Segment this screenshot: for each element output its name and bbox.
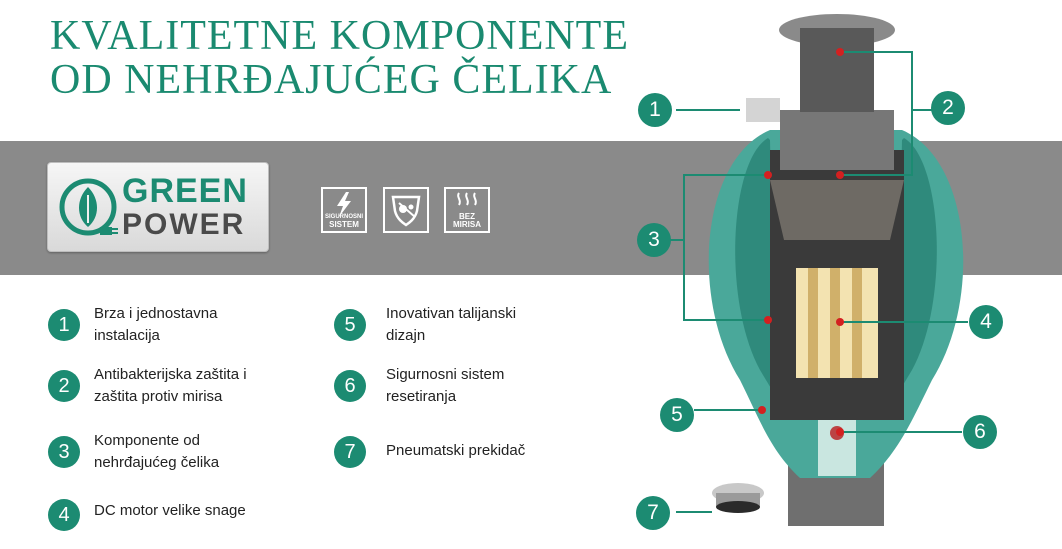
green-power-logo: GREEN POWER bbox=[47, 162, 269, 252]
marker-dot bbox=[836, 318, 844, 326]
feature-number: 7 bbox=[334, 436, 366, 468]
food-disposer-cutaway-illustration bbox=[670, 14, 968, 526]
feature-text: Antibakterijska zaštita i zaštita protiv… bbox=[94, 366, 247, 405]
page-title: KVALITETNE KOMPONENTE OD NEHRĐAJUĆEG ČEL… bbox=[50, 14, 629, 102]
callout-2: 2 bbox=[931, 91, 965, 125]
logo-word-green: GREEN bbox=[122, 172, 248, 210]
badge-caption-3a: BEZ bbox=[459, 212, 475, 221]
feature-number: 5 bbox=[334, 309, 366, 341]
title-line-2: OD NEHRĐAJUĆEG ČELIKA bbox=[50, 57, 613, 103]
feature-text: Inovativan talijanski dizajn bbox=[386, 305, 517, 344]
badge-caption-1b: SISTEM bbox=[329, 220, 359, 229]
callout-1: 1 bbox=[638, 93, 672, 127]
marker-dot bbox=[764, 171, 772, 179]
marker-dot bbox=[758, 406, 766, 414]
feature-number: 3 bbox=[48, 436, 80, 468]
feature-number: 4 bbox=[48, 499, 80, 531]
grinding-plate bbox=[770, 180, 904, 240]
shield-bacteria-icon bbox=[391, 195, 421, 227]
odor-free-badge: BEZ MIRISA bbox=[444, 187, 490, 233]
badge-caption-1a: SIGURNOSNI bbox=[324, 214, 363, 220]
feature-text: Komponente od nehrđajućeg čelika bbox=[94, 432, 220, 471]
feature-text: Brza i jednostavna instalacija bbox=[94, 305, 218, 344]
odor-waves-icon bbox=[457, 192, 477, 206]
mounting-clamp bbox=[746, 98, 780, 122]
antibacterial-badge bbox=[383, 187, 429, 233]
inlet-neck bbox=[780, 110, 894, 170]
lightning-icon bbox=[337, 192, 351, 217]
feature-number: 6 bbox=[334, 370, 366, 402]
feature-number: 2 bbox=[48, 370, 80, 402]
safety-system-badge: SIGURNOSNI SISTEM bbox=[321, 187, 367, 233]
feature-text: DC motor velike snage bbox=[94, 502, 246, 519]
feature-text: Pneumatski prekidač bbox=[386, 442, 526, 459]
marker-dot bbox=[764, 316, 772, 324]
marker-dot bbox=[836, 171, 844, 179]
callout-3: 3 bbox=[637, 223, 671, 257]
callout-6: 6 bbox=[963, 415, 997, 449]
badge-caption-3b: MIRISA bbox=[453, 220, 481, 229]
logo-word-power: POWER bbox=[122, 208, 246, 241]
callout-5: 5 bbox=[660, 398, 694, 432]
marker-dot bbox=[836, 428, 844, 436]
callout-7: 7 bbox=[636, 496, 670, 530]
feature-text: Sigurnosni sistem resetiranja bbox=[386, 366, 505, 405]
title-line-1: KVALITETNE KOMPONENTE bbox=[50, 13, 629, 59]
leaf-plug-icon bbox=[59, 178, 118, 236]
marker-dot bbox=[836, 48, 844, 56]
feature-number: 1 bbox=[48, 309, 80, 341]
callout-4: 4 bbox=[969, 305, 1003, 339]
